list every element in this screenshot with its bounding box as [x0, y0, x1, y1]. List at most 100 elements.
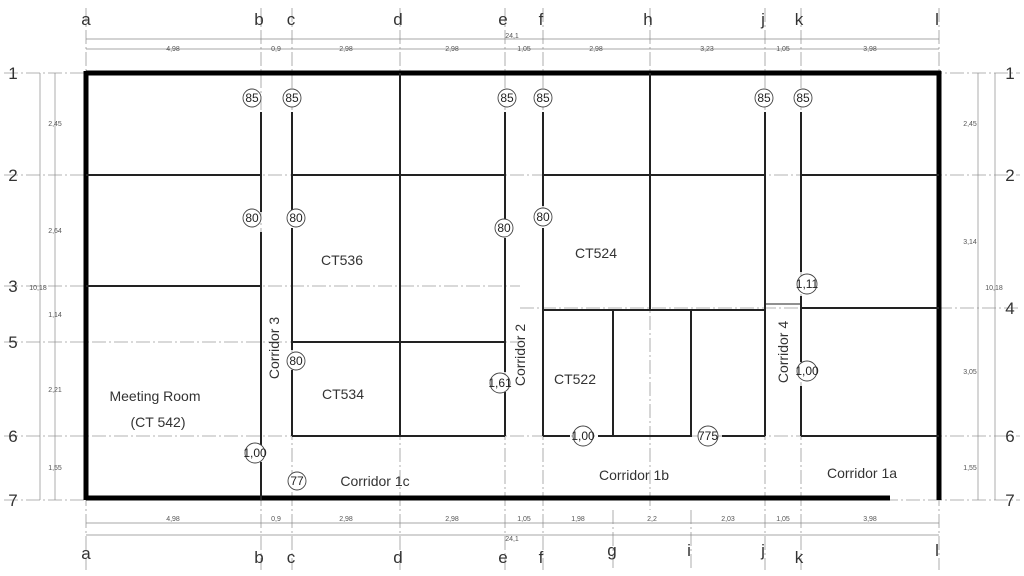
room-ct536-label: CT536	[321, 252, 363, 268]
door-tag-labels: 85 85 85 85 85 85 80 80 80 80 80 1,11 1,…	[243, 91, 819, 488]
grid-label-e-bottom: e	[498, 548, 507, 567]
dim-top-seg: 3,98	[863, 46, 877, 53]
dim-bottom-seg: 2,98	[445, 516, 459, 523]
dim-bottom-seg: 0,9	[271, 516, 281, 523]
grid-label-j: j	[760, 10, 765, 29]
door-tag: 80	[289, 211, 303, 225]
corridor-labels: Corridor 1c Corridor 1b Corridor 1a Corr…	[266, 317, 897, 489]
dim-top-seg: 1,05	[776, 46, 790, 53]
dim-top-seg: 2,98	[339, 46, 353, 53]
dim-top-seg: 3,23	[700, 46, 714, 53]
dim-bottom-seg: 2,98	[339, 516, 353, 523]
grid-label-b: b	[254, 10, 263, 29]
door-tag: 85	[757, 91, 771, 105]
corridor-4-label: Corridor 4	[775, 321, 791, 383]
dim-bottom-seg: 1,05	[776, 516, 790, 523]
corridor-1b-label: Corridor 1b	[599, 467, 669, 483]
grid-label-f-bottom: f	[539, 548, 544, 567]
dim-left-seg: 2,64	[48, 228, 62, 235]
dim-bottom-seg: 2,03	[721, 516, 735, 523]
door-tag: 80	[245, 211, 259, 225]
grid-row-4-right: 4	[1005, 299, 1014, 318]
grid-label-f: f	[539, 10, 544, 29]
dim-top-seg: 2,98	[445, 46, 459, 53]
dim-top-seg: 0,9	[271, 46, 281, 53]
grid-row-labels-right: 1 2 4 6 7	[1005, 64, 1014, 510]
dim-top-seg: 4,98	[166, 46, 180, 53]
grid-column-labels-top: a b c d e f h j k l	[81, 10, 939, 29]
grid-label-j-bottom: j	[760, 541, 765, 560]
dim-top-seg: 2,98	[589, 46, 603, 53]
grid-label-d: d	[393, 10, 402, 29]
dim-right-seg: 2,45	[963, 121, 977, 128]
grid-row-5: 5	[8, 333, 17, 352]
grid-label-l: l	[935, 10, 939, 29]
dim-right-seg: 3,05	[963, 369, 977, 376]
dim-right-total: 10,18	[985, 285, 1003, 292]
door-tag: 77	[290, 474, 304, 488]
dim-left-seg: 2,45	[48, 121, 62, 128]
door-tag: 85	[285, 91, 299, 105]
grid-label-b-bottom: b	[254, 548, 263, 567]
dim-bottom-seg: 4,98	[166, 516, 180, 523]
corridor-2-label: Corridor 2	[512, 324, 528, 386]
door-tag: 80	[289, 354, 303, 368]
door-tag: 85	[536, 91, 550, 105]
grid-row-2-right: 2	[1005, 166, 1014, 185]
room-labels: CT536 CT534 CT524 CT522 Meeting Room (CT…	[109, 245, 617, 430]
dimension-lines	[39, 38, 996, 536]
dim-left-seg: 2,21	[48, 387, 62, 394]
dim-right-seg: 1,55	[963, 465, 977, 472]
grid-label-g-bottom: g	[607, 541, 616, 560]
door-tag: 1,11	[796, 277, 819, 291]
door-tag: 80	[497, 221, 511, 235]
grid-label-k-bottom: k	[795, 548, 804, 567]
grid-label-h: h	[643, 10, 652, 29]
interior-walls	[86, 73, 939, 500]
grid-row-1: 1	[8, 64, 17, 83]
grid-label-c-bottom: c	[287, 548, 296, 567]
outer-walls	[83, 70, 942, 501]
door-tag: 80	[536, 210, 550, 224]
door-tag: 1,00	[243, 446, 267, 460]
dim-left-total: 10,18	[29, 285, 47, 292]
grid-row-6: 6	[8, 427, 17, 446]
dim-left-seg: 1,55	[48, 465, 62, 472]
room-ct534-label: CT534	[322, 386, 364, 402]
dim-bottom-total: 24,1	[505, 536, 519, 543]
dim-bottom-seg: 1,05	[517, 516, 531, 523]
door-tag: 1,00	[571, 429, 595, 443]
room-ct522-label: CT522	[554, 371, 596, 387]
door-tags	[242, 88, 818, 491]
door-tag: 775	[698, 429, 718, 443]
door-tag: 85	[796, 91, 810, 105]
grid-label-a: a	[81, 10, 91, 29]
dim-bottom-seg: 1,98	[571, 516, 585, 523]
door-tag: 1,61	[488, 376, 512, 390]
dimension-text-right: 10,18 2,45 3,14 3,05 1,55	[963, 121, 1003, 472]
grid-row-2: 2	[8, 166, 17, 185]
grid-label-c: c	[287, 10, 296, 29]
room-ct524-label: CT524	[575, 245, 617, 261]
grid-column-labels-bottom: a b c d e f g i j k l	[81, 541, 939, 567]
door-tag: 85	[500, 91, 514, 105]
dimension-text-top: 24,1 4,98 0,9 2,98 2,98 1,05 2,98 3,23 1…	[166, 33, 877, 53]
grid-label-a-bottom: a	[81, 544, 91, 563]
grid-row-7-right: 7	[1005, 491, 1014, 510]
meeting-room-number: (CT 542)	[131, 414, 186, 430]
grid-label-d-bottom: d	[393, 548, 402, 567]
grid-label-l-bottom: l	[935, 541, 939, 560]
dim-bottom-seg: 3,98	[863, 516, 877, 523]
grid-label-k: k	[795, 10, 804, 29]
dim-bottom-seg: 2,2	[647, 516, 657, 523]
corridor-1a-label: Corridor 1a	[827, 465, 897, 481]
dim-left-seg: 1,14	[48, 312, 62, 319]
grid-row-6-right: 6	[1005, 427, 1014, 446]
dim-top-seg: 1,05	[517, 46, 531, 53]
corridor-3-label: Corridor 3	[266, 317, 282, 379]
grid-row-7: 7	[8, 491, 17, 510]
dim-right-seg: 3,14	[963, 239, 977, 246]
grid-row-1-right: 1	[1005, 64, 1014, 83]
dimension-text-left: 10,18 2,45 2,64 1,14 2,21 1,55	[29, 121, 62, 472]
